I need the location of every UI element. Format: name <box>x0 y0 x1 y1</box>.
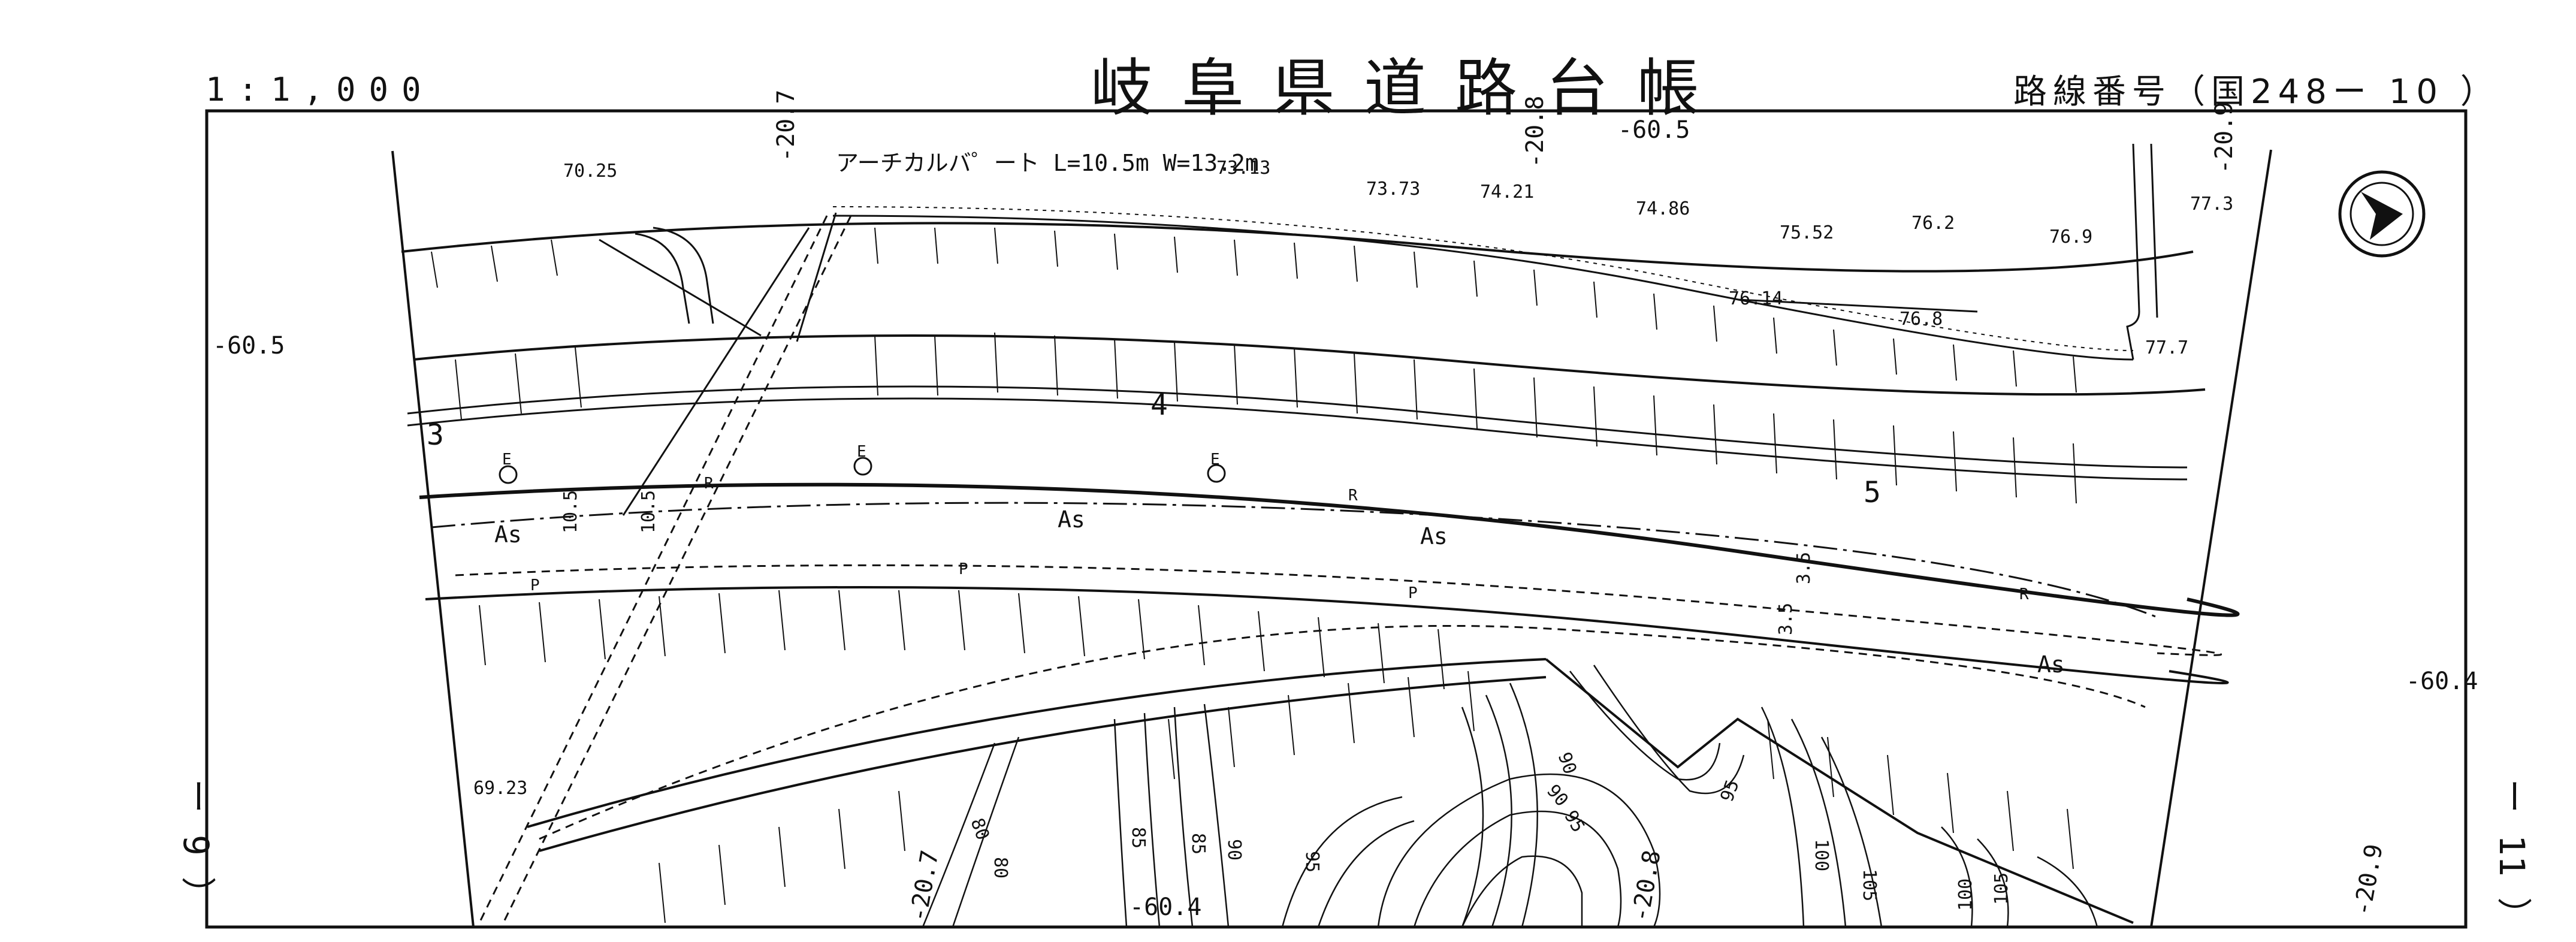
grid-label: -60.5 <box>213 332 285 360</box>
north-arrow-icon <box>2338 170 2426 258</box>
grid-label: -20.8 <box>1521 96 1549 168</box>
lane-dash-lines <box>455 215 2222 923</box>
grid-label: -20.9 <box>2349 842 2388 918</box>
contour-label: 100 <box>1811 839 1832 871</box>
elevation-point: 76.2 <box>1911 213 1955 234</box>
upper-path-lines <box>635 143 2158 360</box>
map-mark: R <box>2019 585 2029 603</box>
contour-label: 85 <box>1128 827 1149 849</box>
grid-label: -20.8 <box>1627 848 1666 924</box>
contour-label: 90 <box>1542 781 1572 811</box>
map-mark: R <box>704 475 714 493</box>
route-number: 路線番号（国248ー 10 ） <box>2013 73 2500 111</box>
elevation-point: 73.73 <box>1366 179 1420 200</box>
elevation-point: 70.25 <box>563 161 617 182</box>
contour-label: 105 <box>1859 869 1880 901</box>
adjacent-sheet-left: ー 9 ） <box>176 779 216 911</box>
road-edge-lines <box>401 206 2240 684</box>
elevation-point: 76.9 <box>2049 227 2092 247</box>
elevation-point: 74.21 <box>1480 182 1534 203</box>
station-number: 3 <box>427 418 444 452</box>
map-extent-lines <box>391 149 2272 928</box>
slope-hatch-lower <box>479 590 2074 923</box>
elevation-point: 77.3 <box>2190 194 2233 215</box>
pavement-label: As <box>494 521 522 548</box>
sheet-title: 岐阜県道路台帳 <box>1091 52 1729 125</box>
contour-label: 90 <box>1224 839 1245 861</box>
elevation-point: 76.14 <box>1729 288 1783 309</box>
elevation-point: 77.7 <box>2145 337 2188 358</box>
elevation-point: 74.86 <box>1636 198 1690 219</box>
elevation-point: 69.23 <box>473 778 527 799</box>
map-mark: P <box>530 576 540 594</box>
map-mark: P <box>1408 584 1418 602</box>
contour-label: 95 <box>1560 807 1589 837</box>
map-mark: R <box>1348 487 1358 505</box>
contour-label: 95 <box>1717 777 1744 805</box>
dimension-label: 3.5 <box>1775 603 1796 635</box>
map-mark: E <box>502 451 512 469</box>
slope-hatch-upper <box>431 227 2077 393</box>
grid-label: -20.9 <box>2210 102 2238 174</box>
utility-pole-icon <box>499 457 1226 484</box>
adjacent-sheet-right: ー 11 ） <box>2492 779 2532 932</box>
contour-label: 85 <box>1188 833 1209 855</box>
map-mark: E <box>1210 451 1220 469</box>
scale-label: 1:1,000 <box>206 71 434 108</box>
structure-note: アーチカルバ゜ート L=10.5m W=13.2m <box>836 150 1259 176</box>
side-road-lines <box>527 658 2134 924</box>
slope-hatch-middle <box>455 332 2077 504</box>
dimension-label: 10.5 <box>638 490 659 533</box>
pavement-label: As <box>2037 651 2065 678</box>
contour-label: 80 <box>990 857 1011 878</box>
grid-label: -60.5 <box>1618 116 1690 144</box>
contour-lines <box>922 665 2098 928</box>
elevation-point: 73.13 <box>1216 158 1270 179</box>
elevation-point: 76.8 <box>1899 309 1943 330</box>
map-label-layer: アーチカルバ゜ート L=10.5m W=13.2m 70.25 73.13 73.73… <box>213 90 2478 924</box>
grid-label: -60.4 <box>2406 668 2478 695</box>
contour-label: 105 <box>1991 872 2012 905</box>
station-number: 4 <box>1150 388 1168 422</box>
grid-label: -60.4 <box>1130 893 1201 921</box>
contour-label: 90 <box>1553 750 1580 777</box>
dimension-label: 3.5 <box>1793 552 1814 584</box>
pavement-label: As <box>1420 523 1448 550</box>
map-mark: P <box>959 560 968 578</box>
map-frame <box>205 109 2468 929</box>
contour-label: 95 <box>1301 851 1322 872</box>
road-centerline <box>431 502 2158 618</box>
pavement-label: As <box>1058 506 1085 533</box>
elevation-point: 75.52 <box>1780 222 1834 243</box>
dimension-label: 10.5 <box>560 490 581 533</box>
station-number: 5 <box>1864 476 1881 509</box>
map-mark: E <box>857 443 866 461</box>
grid-label: -20.7 <box>772 90 800 162</box>
grid-label: -20.7 <box>905 848 944 924</box>
contour-label: 100 <box>1955 878 1976 911</box>
culvert-lines <box>599 212 837 516</box>
